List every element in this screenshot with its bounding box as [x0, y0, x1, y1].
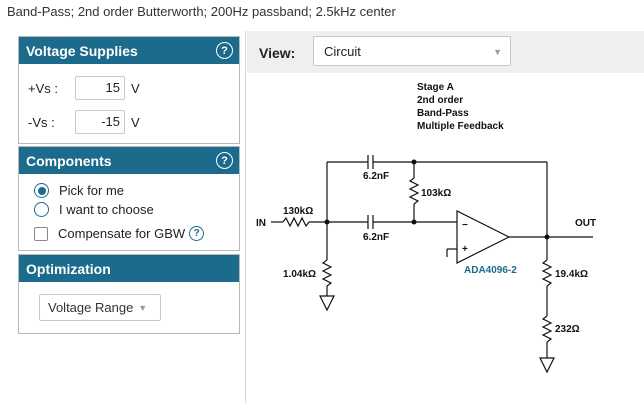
- radio-unchecked-icon[interactable]: [34, 202, 49, 217]
- stage-title-line: Multiple Feedback: [417, 121, 504, 132]
- opamp-part-label[interactable]: ADA4096-2: [464, 265, 517, 276]
- optimization-header[interactable]: Optimization: [19, 255, 239, 282]
- opamp-plus-sign: +: [462, 244, 468, 255]
- voltage-supplies-panel: Voltage Supplies ? +Vs : 15 V -Vs : -15 …: [18, 36, 240, 144]
- voltage-supplies-title: Voltage Supplies: [26, 42, 138, 59]
- pos-supply-unit: V: [131, 80, 140, 96]
- view-select[interactable]: Circuit ▼: [313, 36, 511, 66]
- radio-checked-icon[interactable]: [34, 183, 49, 198]
- components-panel: Components ? Pick for me I want to choos…: [18, 146, 240, 251]
- optimization-select-value: Voltage Range: [48, 300, 134, 315]
- i-want-to-choose-label: I want to choose: [59, 202, 154, 217]
- in-label: IN: [256, 218, 266, 229]
- compensate-gbw-label: Compensate for GBW: [58, 226, 186, 241]
- panel-divider: [245, 31, 246, 403]
- stage-title-line: Stage A: [417, 82, 454, 93]
- components-title: Components: [26, 152, 112, 169]
- circuit-diagram: Stage A 2nd order Band-Pass Multiple Fee…: [256, 82, 596, 374]
- view-select-value: Circuit: [324, 43, 361, 59]
- opamp-minus-sign: −: [462, 220, 468, 231]
- chevron-down-icon: ▼: [493, 47, 502, 57]
- page-title: Band-Pass; 2nd order Butterworth; 200Hz …: [7, 4, 396, 19]
- r-out1-label: 19.4kΩ: [555, 269, 588, 280]
- r-in-label: 130kΩ: [283, 206, 313, 217]
- r-out2-label: 232Ω: [555, 324, 580, 335]
- help-icon[interactable]: ?: [216, 152, 233, 169]
- optimization-title: Optimization: [26, 260, 111, 277]
- neg-supply-input[interactable]: -15: [75, 110, 125, 134]
- chevron-down-icon: ▼: [138, 302, 148, 313]
- optimization-panel: Optimization Voltage Range ▼: [18, 254, 240, 334]
- neg-supply-unit: V: [131, 114, 140, 130]
- neg-supply-label: -Vs :: [28, 114, 55, 130]
- compensate-gbw-option[interactable]: Compensate for GBW ?: [34, 226, 205, 241]
- gbw-checkbox[interactable]: [34, 226, 48, 241]
- pick-for-me-option[interactable]: Pick for me: [34, 183, 124, 198]
- stage-title-line: 2nd order: [417, 95, 463, 106]
- pick-for-me-label: Pick for me: [59, 183, 125, 198]
- c1-label: 6.2nF: [363, 171, 389, 182]
- view-bar: View: Circuit ▼: [247, 31, 644, 73]
- c2-label: 6.2nF: [363, 232, 389, 243]
- stage-title-line: Band-Pass: [417, 108, 469, 119]
- view-label: View:: [259, 45, 296, 61]
- i-want-to-choose-option[interactable]: I want to choose: [34, 202, 154, 217]
- neg-supply-row: -Vs : -15 V: [28, 110, 140, 134]
- voltage-supplies-header[interactable]: Voltage Supplies ?: [19, 37, 239, 64]
- out-label: OUT: [575, 218, 596, 229]
- components-header[interactable]: Components ?: [19, 147, 239, 174]
- pos-supply-row: +Vs : 15 V: [28, 76, 140, 100]
- r-shunt-label: 1.04kΩ: [283, 269, 316, 280]
- optimization-select[interactable]: Voltage Range ▼: [39, 294, 161, 321]
- help-icon[interactable]: ?: [189, 226, 205, 241]
- r-fb-label: 103kΩ: [421, 188, 451, 199]
- pos-supply-input[interactable]: 15: [75, 76, 125, 100]
- pos-supply-label: +Vs :: [28, 80, 58, 96]
- help-icon[interactable]: ?: [216, 42, 233, 59]
